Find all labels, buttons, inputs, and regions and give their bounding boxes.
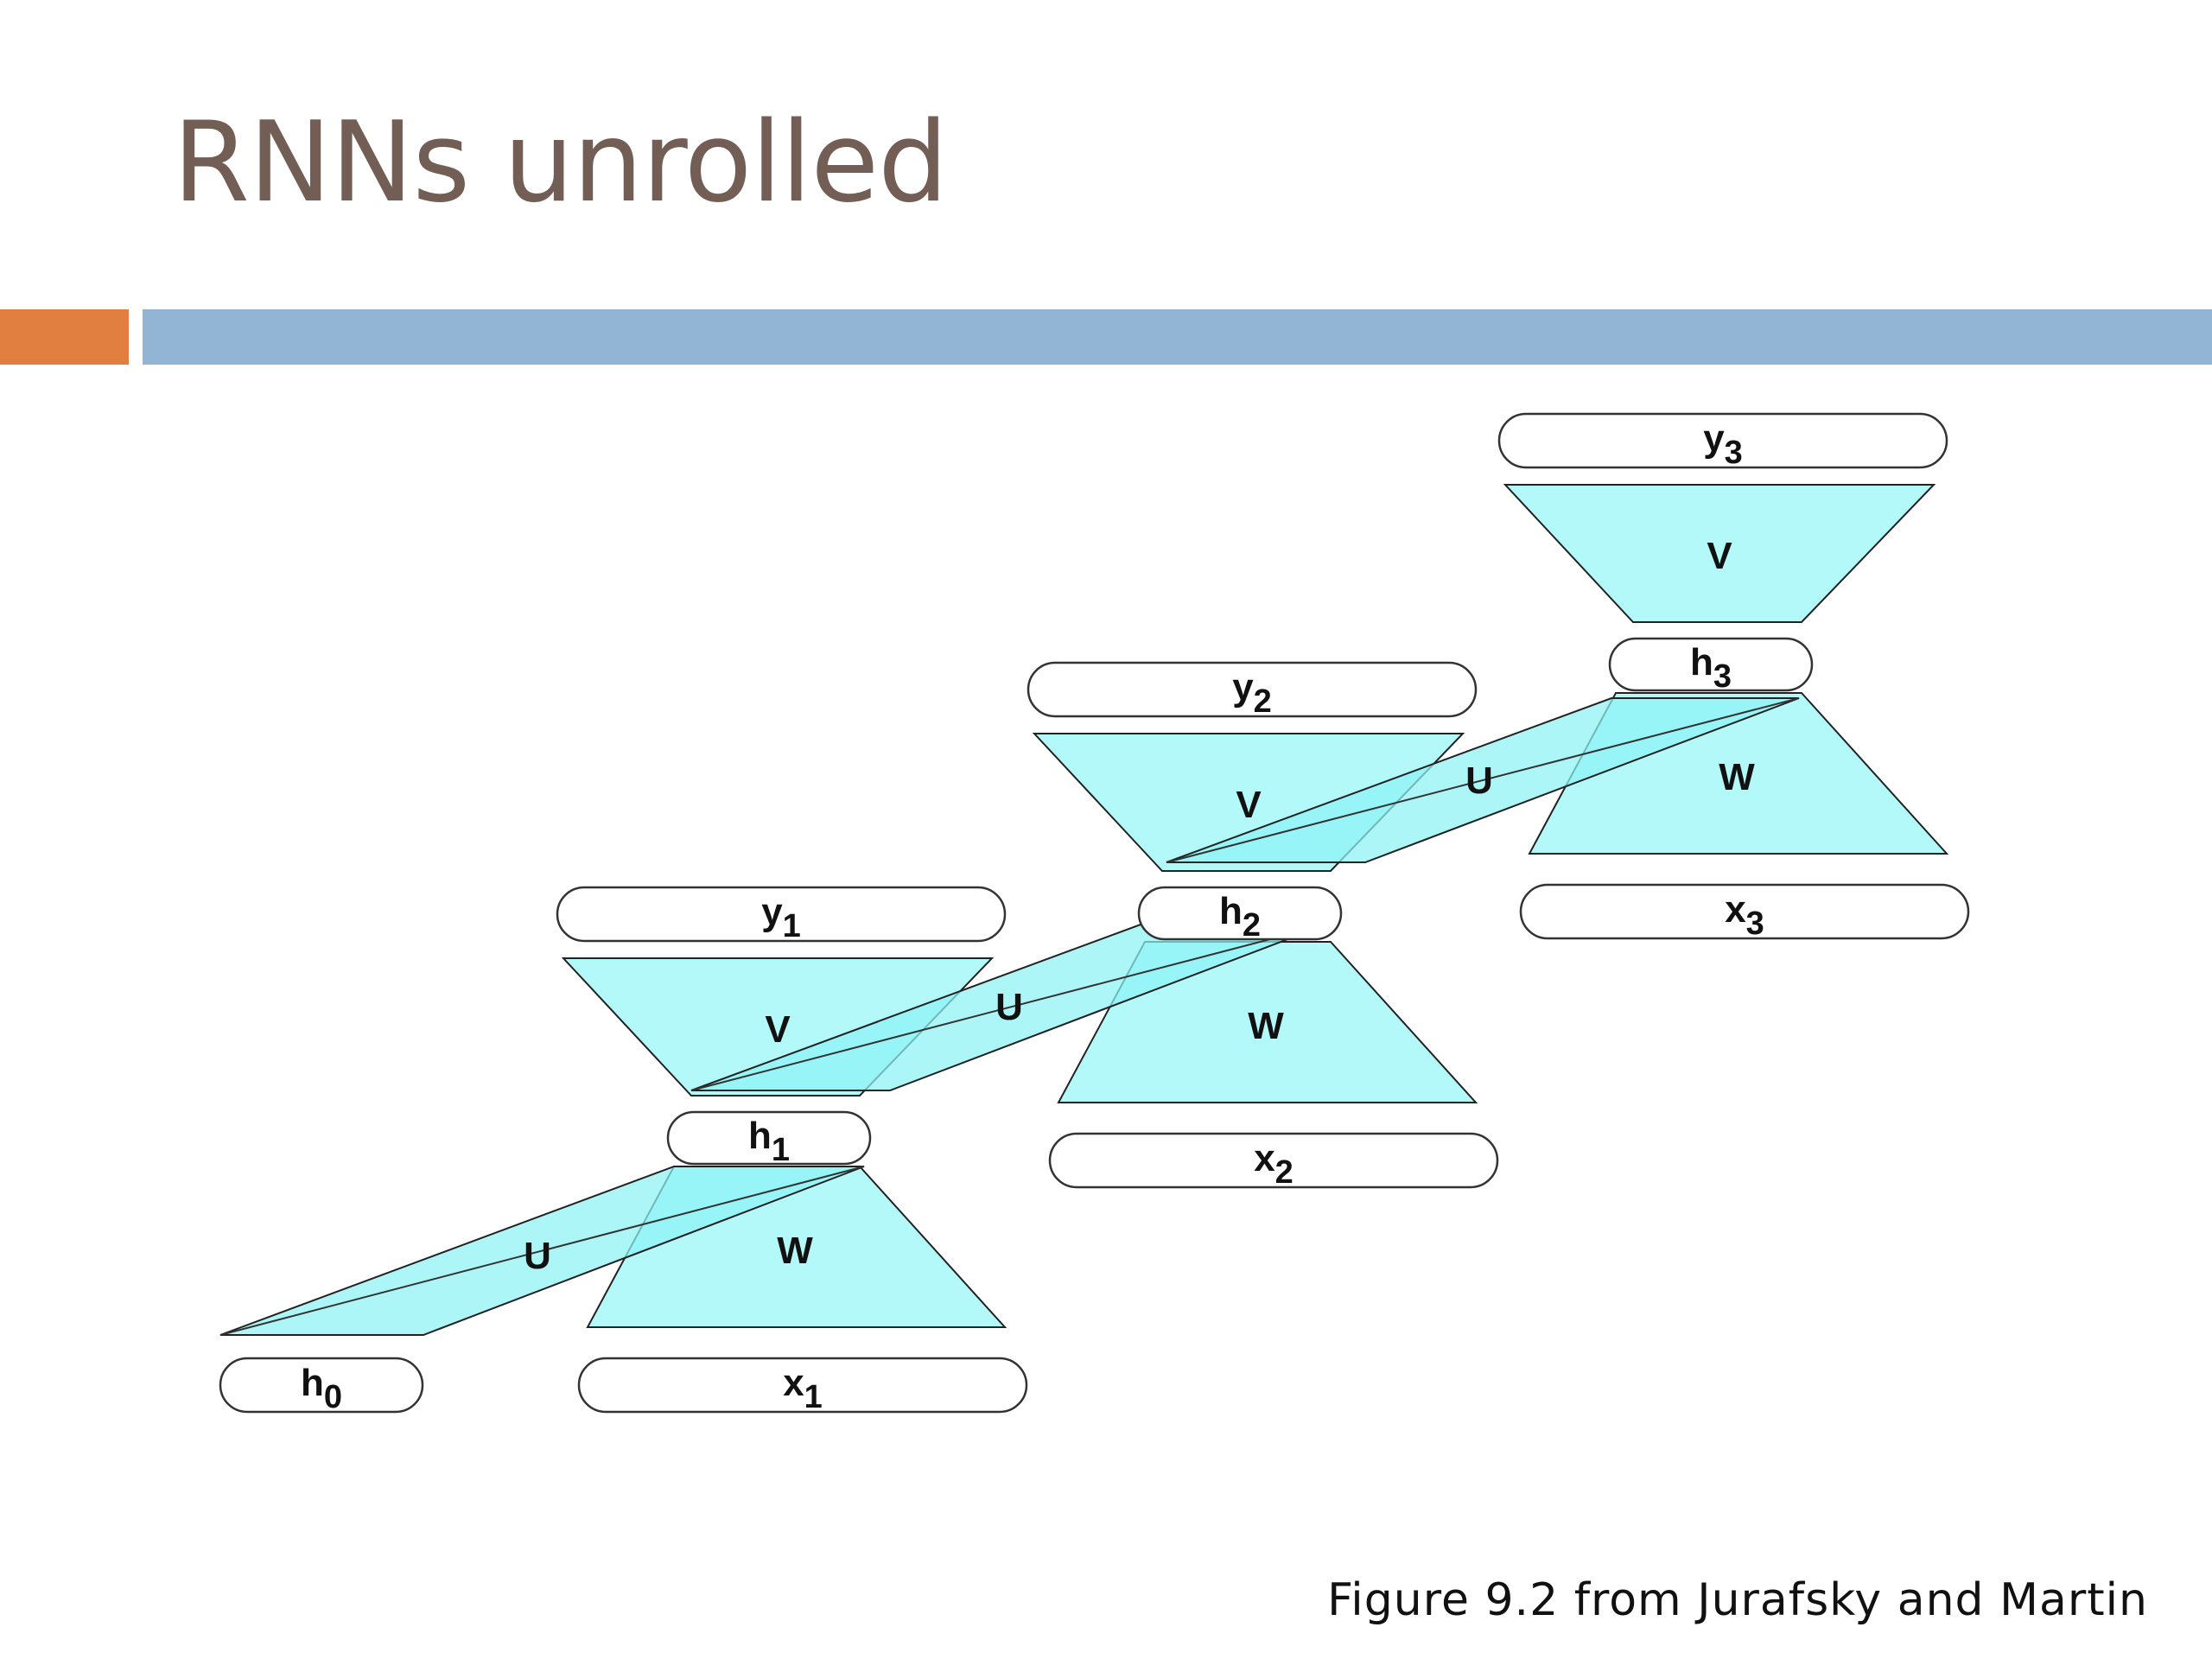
output-node-3-label-sub: 3 <box>1725 435 1743 471</box>
initial-hidden-node <box>219 1357 424 1414</box>
input-weight-label-3: W <box>1719 756 1755 798</box>
output-node-3 <box>1497 412 1948 469</box>
title-divider-bar <box>143 309 2212 365</box>
recurrent-weight-label-2: U <box>995 986 1023 1028</box>
input-node-2 <box>1048 1132 1499 1189</box>
output-weight-layer-3 <box>1503 484 1936 623</box>
input-node-1 <box>577 1357 1028 1414</box>
hidden-node-1 <box>666 1110 872 1166</box>
recurrent-diagonal-2 <box>690 924 1327 1091</box>
initial-hidden-node-label-base: h <box>301 1362 324 1404</box>
hidden-node-2 <box>1137 886 1343 941</box>
title-accent-bar <box>0 309 129 365</box>
output-node-2 <box>1027 661 1478 718</box>
output-node-3-label-base: y <box>1703 417 1725 460</box>
hidden-node-2-label: h2 <box>1219 890 1261 944</box>
hidden-node-2-label-sub: 2 <box>1243 907 1261 944</box>
recurrent-diagonal-1 <box>219 1166 865 1336</box>
initial-hidden-node-label: h0 <box>301 1362 342 1415</box>
figure-caption: Figure 9.2 from Jurafsky and Martin <box>1327 1574 2148 1626</box>
hidden-node-1-label-base: h <box>748 1115 772 1157</box>
hidden-node-1-label: h1 <box>748 1115 790 1168</box>
output-node-1 <box>556 886 1007 943</box>
input-node-2-label-base: x <box>1254 1137 1275 1179</box>
output-weight-label-3: V <box>1707 535 1732 577</box>
input-node-3-label: x3 <box>1725 888 1764 942</box>
hidden-node-3-label: h3 <box>1690 641 1732 695</box>
input-node-1-label-base: x <box>783 1362 804 1404</box>
slide-title: RNNs unrolled <box>173 99 948 227</box>
input-node-3-label-base: x <box>1725 888 1746 931</box>
hidden-node-3-label-sub: 3 <box>1713 658 1732 695</box>
hidden-node-3-label-base: h <box>1690 641 1713 683</box>
input-node-1-label: x1 <box>783 1362 823 1415</box>
hidden-node-1-label-sub: 1 <box>772 1132 790 1168</box>
input-node-3-label-sub: 3 <box>1746 906 1764 942</box>
hidden-node-2-label-base: h <box>1219 890 1243 932</box>
output-node-2-label-sub: 2 <box>1254 683 1272 720</box>
input-node-1-label-sub: 1 <box>804 1379 823 1415</box>
output-node-2-label: y2 <box>1232 666 1272 720</box>
recurrent-weight-label-1: U <box>524 1235 551 1277</box>
initial-hidden-node-label-sub: 0 <box>324 1379 342 1415</box>
recurrent-diagonal-3 <box>1166 697 1800 863</box>
output-node-1-label-base: y <box>761 891 783 933</box>
recurrent-weight-label-3: U <box>1465 760 1493 802</box>
input-weight-label-2: W <box>1248 1005 1284 1047</box>
input-node-2-label: x2 <box>1254 1137 1294 1191</box>
input-node-2-label-sub: 2 <box>1275 1154 1294 1191</box>
hidden-node-3 <box>1608 637 1814 692</box>
output-node-1-label-sub: 1 <box>783 908 801 944</box>
input-node-3 <box>1519 883 1970 940</box>
output-node-1-label: y1 <box>761 891 801 944</box>
output-weight-label-2: V <box>1236 784 1262 826</box>
output-weight-label-1: V <box>765 1008 791 1051</box>
output-node-2-label-base: y <box>1232 666 1254 709</box>
input-weight-label-1: W <box>777 1230 813 1272</box>
output-node-3-label: y3 <box>1703 417 1743 471</box>
